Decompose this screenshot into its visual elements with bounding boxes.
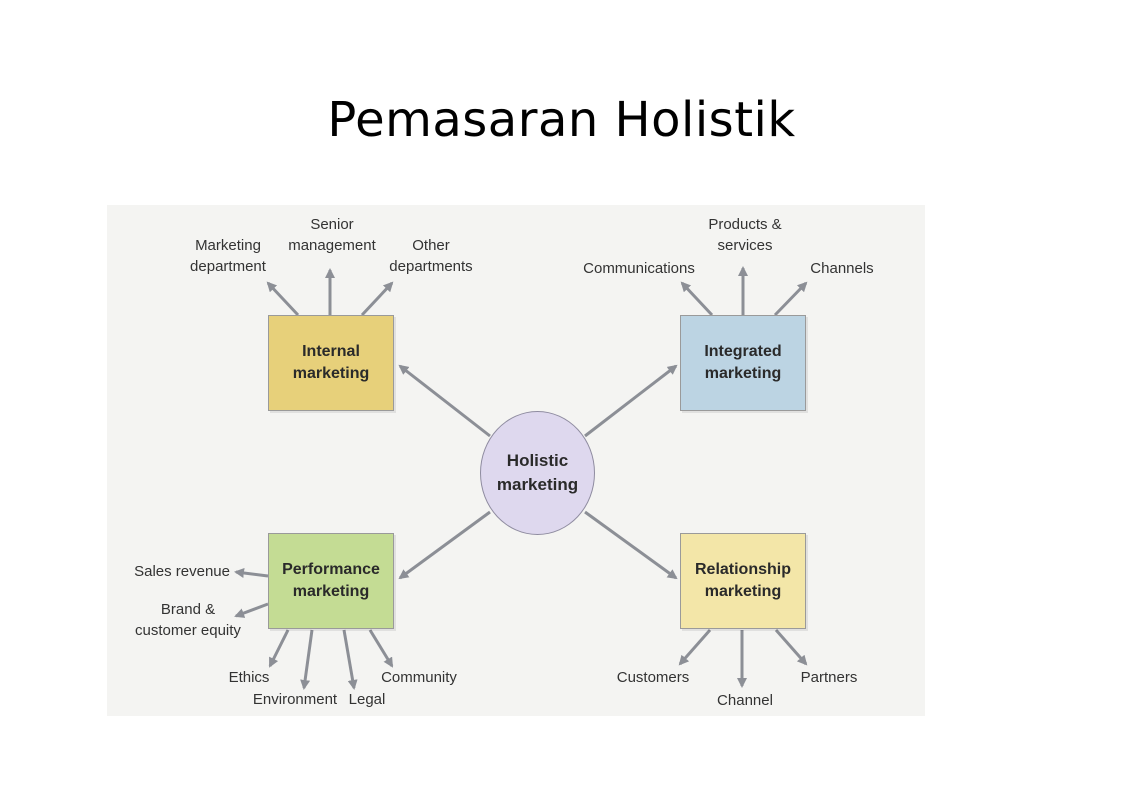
label-customers: Customers [616,669,690,686]
label-senior-management: Senior management [288,216,376,254]
arrow-performance-sales [234,568,269,578]
label-brand-customer-equity: Brand & customer equity [135,601,241,639]
arrow-integrated-channels [773,281,808,317]
arrow-performance-legal [342,629,358,690]
arrow-relationship-customers [678,629,712,666]
label-environment: Environment [252,691,338,708]
hub-holistic-marketing: Holistic marketing [480,411,595,535]
label-other-departments: Other departments [389,237,473,275]
arrow-performance-community [368,629,394,668]
arrow-internal-marketing-dept [266,281,300,317]
box-performance-marketing: Performance marketing [268,533,394,629]
box-integrated-marketing: Integrated marketing [680,315,806,411]
label-channel: Channel [717,692,773,709]
box-relationship-marketing: Relationship marketing [680,533,806,629]
performance-label: Performance marketing [282,561,380,600]
label-communications: Communications [583,260,695,277]
arrow-relationship-partners [774,629,808,666]
arrow-hub-to-integrated [584,364,678,438]
internal-label: Internal marketing [292,343,370,382]
arrow-hub-to-relationship [584,510,678,580]
label-ethics: Ethics [228,669,270,686]
relationship-label: Relationship marketing [694,561,791,600]
label-community: Community [381,669,457,686]
arrow-hub-to-internal [398,364,491,438]
slide-title: Pemasaran Holistik [327,92,796,148]
label-channels: Channels [810,260,874,277]
label-legal: Legal [348,691,386,708]
hub-label: Holistic marketing [496,451,579,494]
label-products-services: Products & services [708,216,782,254]
arrow-internal-other-depts [360,281,394,317]
integrated-label: Integrated marketing [704,343,782,382]
label-partners: Partners [800,669,858,686]
arrow-performance-brand [234,602,269,618]
arrow-performance-ethics [268,629,290,668]
arrow-integrated-communications [680,281,714,317]
arrow-performance-environment [300,629,314,690]
box-internal-marketing: Internal marketing [268,315,394,411]
arrow-hub-to-performance [398,510,491,580]
label-marketing-department: Marketing department [190,237,266,275]
label-sales-revenue: Sales revenue [134,563,230,580]
